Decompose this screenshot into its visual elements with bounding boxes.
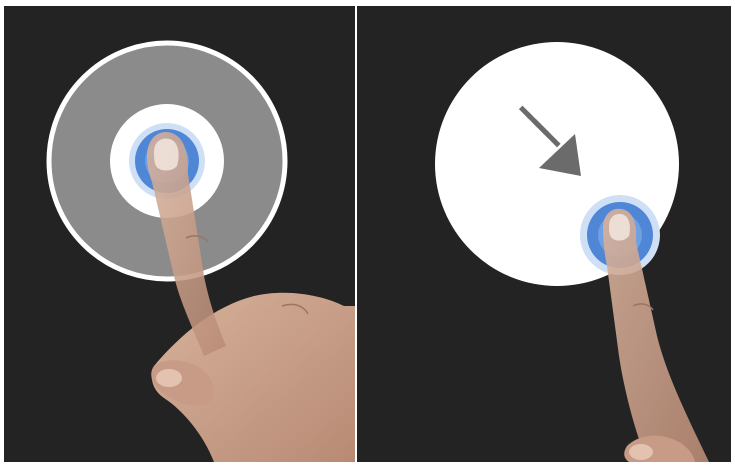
press-hold-panel (4, 6, 355, 462)
fingertip-icon (154, 139, 179, 171)
press-drag-panel (357, 6, 731, 462)
